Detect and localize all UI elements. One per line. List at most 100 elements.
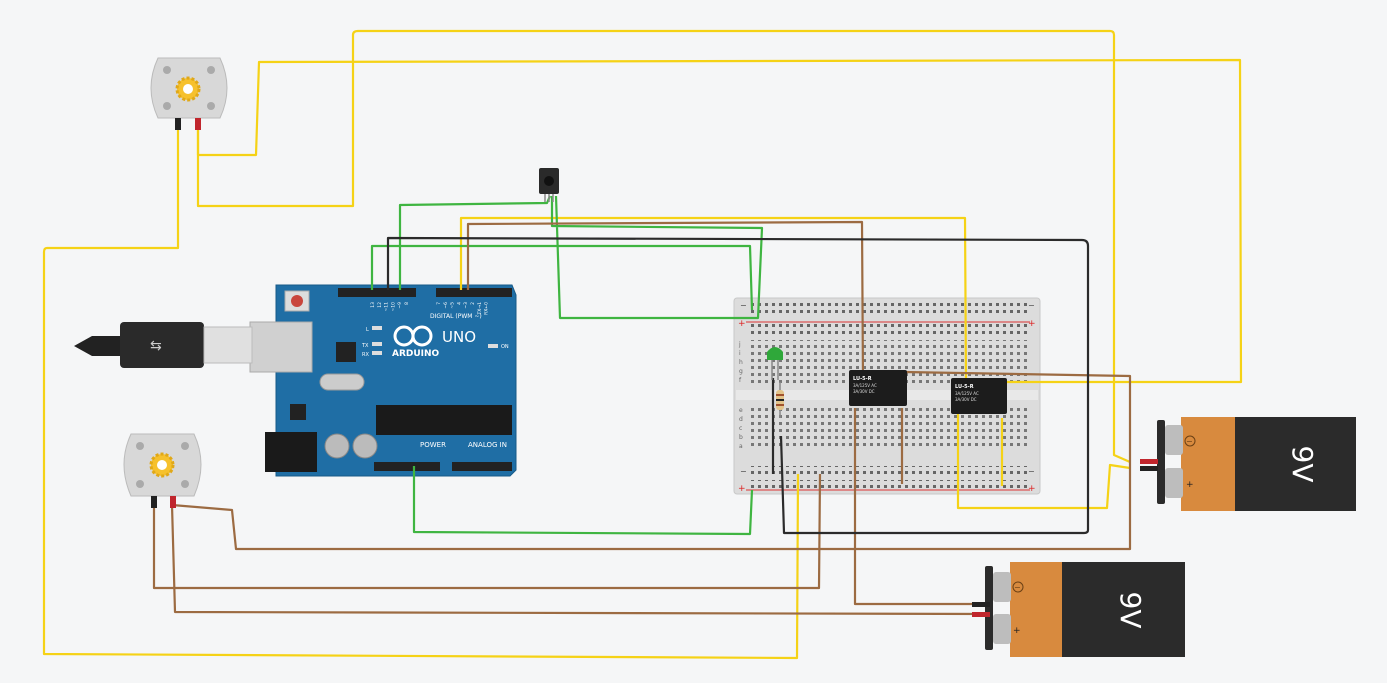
battery-1-label: 9V xyxy=(1286,446,1319,483)
battery-1-minus: − xyxy=(1186,437,1193,446)
row-letter-i: i xyxy=(739,350,741,357)
relay-1-title: LU-5-R xyxy=(853,376,872,382)
bottom-rail-plus xyxy=(750,480,1030,490)
digital-pin-label: 7 xyxy=(436,302,442,305)
usb-chip xyxy=(336,342,356,362)
battery-9v-2[interactable]: − + 9V xyxy=(972,562,1185,657)
row-letter-f: f xyxy=(739,377,742,384)
rx-led-label: RX xyxy=(362,352,369,358)
rail-plus-label-bl: + xyxy=(738,484,746,494)
wire-brown-motor2-rail[interactable] xyxy=(152,473,822,590)
row-letter-d: d xyxy=(739,416,743,423)
digital-pin-label: ~6 xyxy=(443,302,449,309)
digital-pin-label: 12 xyxy=(377,302,383,308)
wires xyxy=(42,29,1243,660)
wire-green-5v-rail[interactable] xyxy=(412,466,754,536)
battery-2-plus: + xyxy=(1013,626,1021,636)
relay-1-line1: 3A/125V AC xyxy=(853,383,877,388)
wire-brown-motor2-relay1[interactable] xyxy=(171,370,1132,551)
l-led xyxy=(372,326,382,330)
digital-pin-label: ~10 xyxy=(390,302,396,312)
battery-2-label: 9V xyxy=(1114,592,1147,629)
rx-led xyxy=(372,351,382,355)
crystal xyxy=(319,373,365,391)
rail-minus-label-bl: − xyxy=(740,467,747,476)
arduino-logo-icon xyxy=(393,325,433,347)
rail-plus-label-br: + xyxy=(1028,484,1036,494)
relay-2-line1: 3A/125V AC xyxy=(955,391,979,396)
capacitor-2 xyxy=(352,433,378,459)
wire-black-gnd-loop[interactable] xyxy=(386,236,1090,535)
wire-brown-motor2-battery2[interactable] xyxy=(170,504,991,616)
rail-plus-label-tr: + xyxy=(1028,319,1036,329)
relay-2-line2: 3A/30V DC xyxy=(955,397,977,402)
wire-brown-relay1-battery2[interactable] xyxy=(853,408,990,606)
row-letter-c: c xyxy=(739,425,742,432)
rail-minus-label-br: − xyxy=(1028,467,1035,476)
battery-1-plus: + xyxy=(1186,480,1194,490)
digital-label: DIGITAL (PWM ~) xyxy=(430,313,482,320)
arduino-uno-board[interactable]: ARDUINO UNO DIGITAL (PWM ~) POWER ANALOG… xyxy=(249,284,517,477)
top-rail-plus xyxy=(750,324,1030,336)
rail-plus-label-tl: + xyxy=(738,319,746,329)
relay-2[interactable]: LU-5-R 3A/125V AC 3A/30V DC xyxy=(951,378,1007,414)
ir-receiver-sensor[interactable] xyxy=(539,168,559,202)
rail-minus-label-tr: − xyxy=(1028,301,1035,310)
digital-pin-label: ~5 xyxy=(450,302,456,309)
dc-motor-2[interactable] xyxy=(123,433,202,508)
resistor[interactable] xyxy=(776,382,784,418)
reset-button-cap[interactable] xyxy=(291,295,303,307)
relay-1-line2: 3A/30V DC xyxy=(853,389,875,394)
digital-pin-label: 4 xyxy=(456,302,462,305)
digital-pin-label: 2 xyxy=(470,302,476,305)
motor-1-gear-icon xyxy=(175,76,201,102)
l-led-label: L xyxy=(366,327,369,333)
power-header xyxy=(374,462,440,471)
arduino-model-text: UNO xyxy=(442,328,476,346)
digital-pin-label: ~11 xyxy=(384,302,390,312)
wire-green-pin13-rail[interactable] xyxy=(370,244,754,311)
battery-2-minus: − xyxy=(1014,583,1021,592)
on-led-label: ON xyxy=(501,344,509,350)
green-led[interactable] xyxy=(767,347,783,380)
wire-green-pin11-sensor[interactable] xyxy=(398,195,552,290)
wire-yellow-motor1-rail[interactable] xyxy=(42,128,800,660)
row-letter-e: e xyxy=(739,407,743,414)
usb-symbol-icon: ⇆ xyxy=(150,338,162,354)
wire-yellow-motor1-relay2[interactable] xyxy=(196,58,1243,384)
relay-1[interactable]: LU-5-R 3A/125V AC 3A/30V DC xyxy=(849,370,907,406)
arduino-logo-text: ARDUINO xyxy=(392,349,440,359)
tx-led-label: TX xyxy=(361,343,369,349)
dc-motor-1[interactable] xyxy=(150,57,228,130)
bottom-rail-minus xyxy=(750,466,1030,478)
power-label: POWER xyxy=(420,441,446,449)
digital-header-left xyxy=(338,288,416,297)
row-letter-j: j xyxy=(738,341,741,348)
wire-brown-pin5-relay1[interactable] xyxy=(466,220,865,383)
power-jack xyxy=(265,432,317,472)
capacitor-1 xyxy=(324,433,350,459)
tx-led xyxy=(372,342,382,346)
digital-header-right xyxy=(436,288,512,297)
wire-yellow-relay2-battery1[interactable] xyxy=(956,408,1131,510)
rail-minus-label-tl: − xyxy=(740,301,747,310)
digital-pin-label: ~3 xyxy=(463,302,469,309)
row-letter-g: g xyxy=(739,368,743,375)
relay-2-title: LU-5-R xyxy=(955,384,974,390)
usb-jack xyxy=(249,321,313,373)
wire-yellow-motor1-battery1[interactable] xyxy=(196,29,1131,464)
row-letter-a: a xyxy=(739,443,743,450)
wire-green-sensor-rail[interactable] xyxy=(550,195,764,320)
digital-pin-label: TX→1 xyxy=(477,302,483,316)
digital-pin-label: 13 xyxy=(370,302,376,308)
usb-cable: ⇆ xyxy=(74,322,253,368)
row-letter-b: b xyxy=(739,434,743,441)
regulator xyxy=(290,404,306,420)
motor-2-gear-icon xyxy=(149,452,175,478)
row-letter-h: h xyxy=(739,359,743,366)
battery-9v-1[interactable]: − + 9V xyxy=(1140,417,1356,511)
breadboard[interactable]: − + − + − + − + j i h g f e d c b a xyxy=(733,297,1041,495)
wire-yellow-pin6-relay2[interactable] xyxy=(459,216,968,383)
